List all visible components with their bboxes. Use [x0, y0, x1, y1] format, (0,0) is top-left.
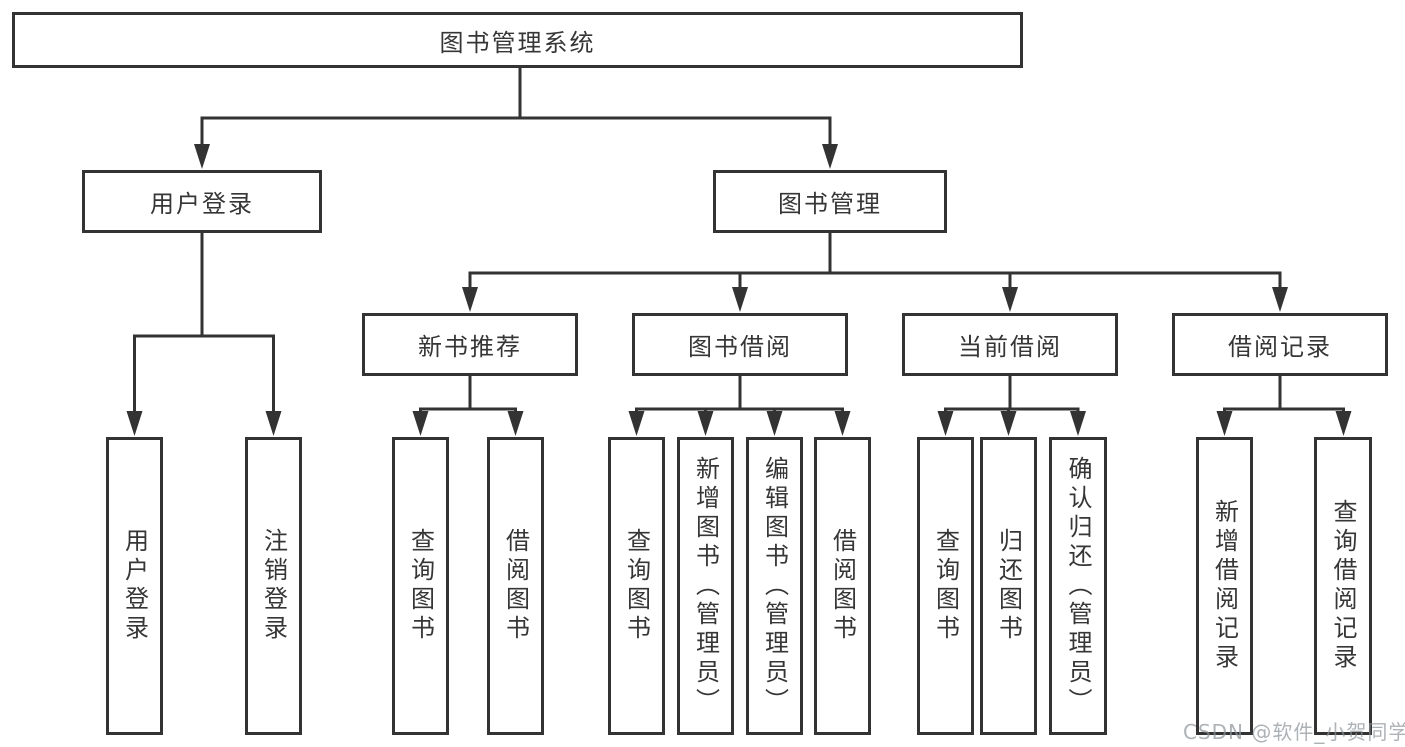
leaf-add-borrow-record: 新增借阅记录 [1196, 437, 1253, 735]
arrow-down-icon [507, 411, 524, 436]
connector-line [419, 376, 517, 414]
leaf-query-books-borrow: 查询图书 [608, 437, 665, 735]
leaf-return-books: 归还图书 [980, 437, 1037, 735]
connector-line [944, 376, 1080, 414]
arrow-down-icon [1335, 411, 1352, 436]
connector-line [635, 376, 844, 414]
leaf-confirm-return-admin: 确认归还（管理员） [1049, 437, 1107, 735]
arrow-down-icon [732, 287, 748, 312]
connector-new-book-recommend [412, 376, 524, 436]
arrow-down-icon [194, 144, 210, 169]
arrow-down-icon [412, 411, 429, 436]
csdn-watermark: CSDN @软件_小贺同学 [1183, 720, 1405, 744]
leaf-borrow-books: 借阅图书 [814, 437, 871, 735]
connector-line [200, 68, 832, 147]
arrow-down-icon [265, 411, 282, 436]
arrow-down-icon [628, 411, 645, 436]
connector-line [468, 233, 1282, 290]
leaf-logout: 注销登录 [245, 437, 302, 735]
connector-book-borrow [628, 376, 851, 436]
arrow-down-icon [834, 411, 851, 436]
leaf-query-borrow-record: 查询借阅记录 [1314, 437, 1372, 735]
arrow-down-icon [1272, 287, 1288, 312]
node-book-management: 图书管理 [713, 170, 947, 233]
leaf-user-login: 用户登录 [106, 437, 163, 735]
leaf-borrow-books-recommend: 借阅图书 [487, 437, 544, 735]
node-new-book-recommend: 新书推荐 [362, 313, 578, 376]
leaf-edit-books-admin: 编辑图书（管理员） [746, 437, 803, 735]
connector-user-login [126, 233, 282, 436]
connector-current-borrow [937, 376, 1086, 436]
node-borrow-records: 借阅记录 [1172, 313, 1388, 376]
node-current-borrow: 当前借阅 [902, 313, 1118, 376]
arrow-down-icon [766, 411, 783, 436]
node-user-login: 用户登录 [82, 170, 322, 233]
arrow-down-icon [1070, 411, 1086, 436]
connector-line [1223, 376, 1345, 414]
leaf-query-books-current: 查询图书 [917, 437, 974, 735]
connector-line [133, 233, 275, 414]
arrow-down-icon [822, 144, 838, 169]
arrow-down-icon [1000, 411, 1017, 436]
leaf-query-books-recommend: 查询图书 [392, 437, 449, 735]
node-root: 图书管理系统 [12, 12, 1023, 68]
connector-book-management [462, 233, 1288, 312]
arrow-down-icon [1002, 287, 1018, 312]
connector-borrow-records [1216, 376, 1352, 436]
arrow-down-icon [1216, 411, 1233, 436]
arrow-down-icon [462, 287, 478, 312]
node-book-borrow: 图书借阅 [632, 313, 848, 376]
arrow-down-icon [697, 411, 714, 436]
leaf-add-books-admin: 新增图书（管理员） [677, 437, 734, 735]
arrow-down-icon [126, 411, 143, 436]
connector-root [194, 68, 838, 169]
arrow-down-icon [937, 411, 954, 436]
